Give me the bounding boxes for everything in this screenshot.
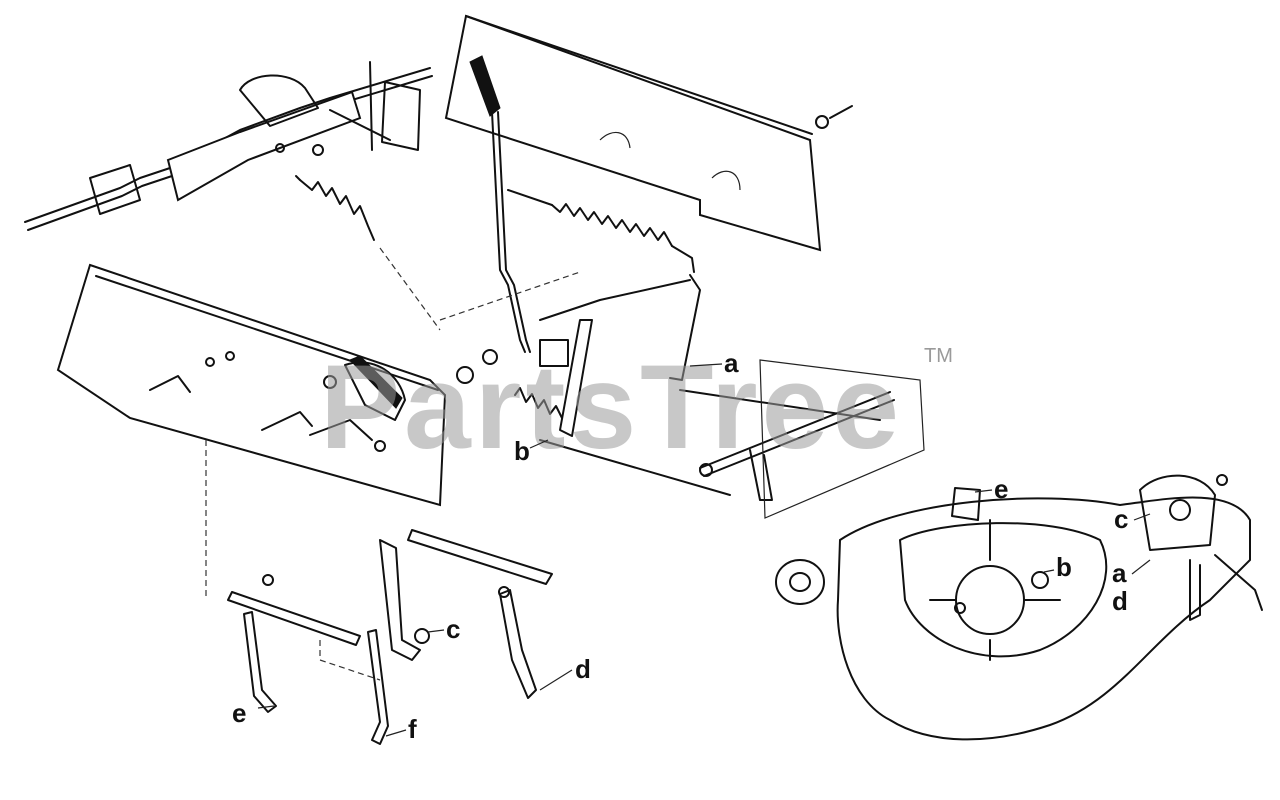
watermark-trademark: TM <box>924 345 953 367</box>
callout-labels: a b c d e f e b c a d <box>232 348 1128 744</box>
callout-b-main: b <box>514 436 530 466</box>
mower-deck <box>775 474 1263 741</box>
callout-f-link: f <box>408 714 417 744</box>
deck-link-arms <box>205 440 553 745</box>
lift-spring <box>507 189 695 273</box>
callout-c-deck: c <box>1114 504 1128 534</box>
callout-d-deck: d <box>1112 586 1128 616</box>
callout-a-deck: a <box>1112 558 1127 588</box>
callout-b-deck: b <box>1056 552 1072 582</box>
rear-box-outline <box>759 359 925 519</box>
callout-d-link: d <box>575 654 591 684</box>
transmission-axle-assembly <box>24 61 433 231</box>
callout-leaders <box>257 363 1151 737</box>
deck-cover-panel <box>56 263 447 507</box>
upper-panel <box>444 14 853 252</box>
lift-linkage <box>379 247 701 437</box>
control-lever <box>469 55 531 353</box>
callout-c-link: c <box>446 614 460 644</box>
watermark-text: PartsTree <box>320 340 903 474</box>
axle-spring <box>295 175 375 241</box>
small-spring <box>514 387 563 419</box>
callout-a-main: a <box>724 348 739 378</box>
callout-e-deck: e <box>994 474 1008 504</box>
watermark: PartsTree TM <box>320 340 953 474</box>
callout-e-link: e <box>232 698 246 728</box>
cross-shaft <box>539 389 895 501</box>
